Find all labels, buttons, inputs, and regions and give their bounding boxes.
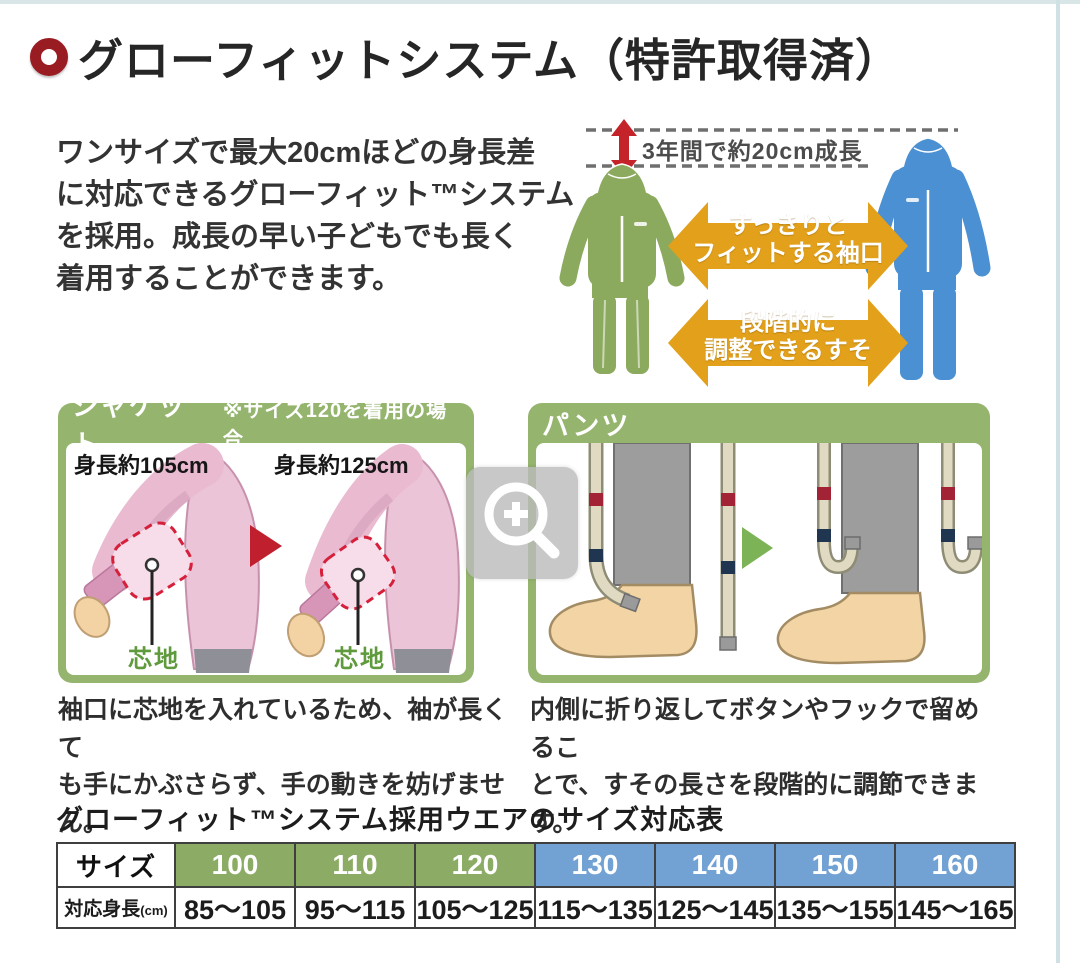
- sleeve-arrow-icon: [668, 202, 908, 290]
- height-label-before: 身長約105cm: [74, 453, 209, 478]
- pants-before-figure: [536, 443, 760, 675]
- section-header: グローフィットシステム（特許取得済）: [30, 24, 901, 89]
- jacket-caption: 袖口に芯地を入れているため、袖が長くて も手にかぶさらず、手の動きを妨げません。: [58, 696, 508, 837]
- height-range-cell: 115〜135: [534, 886, 656, 929]
- height-range-cell: 135〜155: [774, 886, 896, 929]
- sleeve-after-illustration: [287, 444, 460, 673]
- pants-panel-body: [536, 443, 982, 675]
- large-suit-illustration: [865, 137, 991, 380]
- height-range-cell: 95〜115: [294, 886, 416, 929]
- pants-panel: パンツ: [528, 403, 990, 683]
- size-header-row: サイズ 100 110 120 130 140 150 160: [56, 842, 1016, 888]
- jacket-panel-header: ジャケット ※サイズ120を着用の場合: [58, 391, 474, 460]
- size-header-cell: サイズ: [56, 842, 176, 888]
- size-col-150: 150: [774, 842, 896, 888]
- height-row-label: 対応身長(cm): [56, 886, 176, 929]
- height-range-cell: 85〜105: [174, 886, 296, 929]
- red-arrow-icon: [250, 525, 282, 567]
- zoom-button[interactable]: [466, 467, 578, 579]
- jacket-before-figure: 身長約105cm 芯地: [66, 443, 266, 675]
- height-range-cell: 145〜165: [894, 886, 1016, 929]
- jacket-panel-body: 身長約105cm 芯地 身長約125cm 芯地: [66, 443, 466, 675]
- size-col-160: 160: [894, 842, 1016, 888]
- jacket-after-figure: 身長約125cm 芯地: [266, 443, 466, 675]
- height-label-after: 身長約125cm: [274, 453, 409, 478]
- sleeve-before-illustration: [73, 443, 260, 673]
- height-range-cell: 105〜125: [414, 886, 536, 929]
- growth-label: 3年間で約20cm成長: [642, 138, 863, 164]
- pants-caption: 内側に折り返してボタンやフックで留めるこ とで、すその長さを段階的に調節できます…: [530, 696, 980, 837]
- interlining-label-after: 芯地: [334, 646, 386, 673]
- size-col-120: 120: [414, 842, 536, 888]
- intro-line: 着用することができます。: [56, 263, 402, 296]
- size-table: サイズ 100 110 120 130 140 150 160 対応身長(cm)…: [56, 842, 1016, 929]
- intro-line: に対応できるグローフィット™システム: [56, 179, 575, 212]
- size-table-title: グローフィット™システム採用ウエアのサイズ対応表: [56, 805, 725, 835]
- top-border-line: [0, 0, 1080, 4]
- intro-text: ワンサイズで最大20cmほどの身長差 に対応できるグローフィット™システム を採…: [56, 132, 576, 300]
- hem-arrow-label: 段階的に 調整できるすそ: [704, 309, 872, 365]
- sleeve-arrow-label: すっきりと フィットする袖口: [692, 212, 884, 268]
- interlining-label-before: 芯地: [128, 646, 180, 673]
- size-col-140: 140: [654, 842, 776, 888]
- pants-panel-title: パンツ: [542, 410, 631, 441]
- pants-after-figure: [760, 443, 982, 675]
- growth-diagram: 3年間で約20cm成長 すっきりと フィットする袖口 段階的に 調整できるすそ: [556, 116, 1000, 402]
- page-title: グローフィットシステム（特許取得済）: [78, 35, 902, 86]
- growth-arrow-icon: [611, 119, 637, 177]
- size-col-100: 100: [174, 842, 296, 888]
- intro-line: を採用。成長の早い子どもでも長く: [56, 221, 519, 254]
- jacket-panel: ジャケット ※サイズ120を着用の場合 身長約105cm 芯地: [58, 391, 474, 683]
- red-ring-icon: [30, 37, 68, 76]
- pants-panel-header: パンツ: [528, 403, 990, 443]
- hem-before-illustration: [548, 443, 737, 659]
- intro-line: ワンサイズで最大20cmほどの身長差: [56, 137, 536, 169]
- height-row: 対応身長(cm) 85〜105 95〜115 105〜125 115〜135 1…: [56, 886, 1016, 929]
- small-suit-illustration: [559, 163, 685, 374]
- right-border-line: [1056, 0, 1060, 963]
- size-col-130: 130: [534, 842, 656, 888]
- hem-after-illustration: [776, 443, 982, 665]
- hem-arrow-icon: [668, 299, 908, 387]
- magnifier-plus-icon: [484, 482, 560, 559]
- growth-diagram-art: [559, 119, 991, 387]
- green-arrow-icon: [742, 527, 773, 569]
- size-col-110: 110: [294, 842, 416, 888]
- height-range-cell: 125〜145: [654, 886, 776, 929]
